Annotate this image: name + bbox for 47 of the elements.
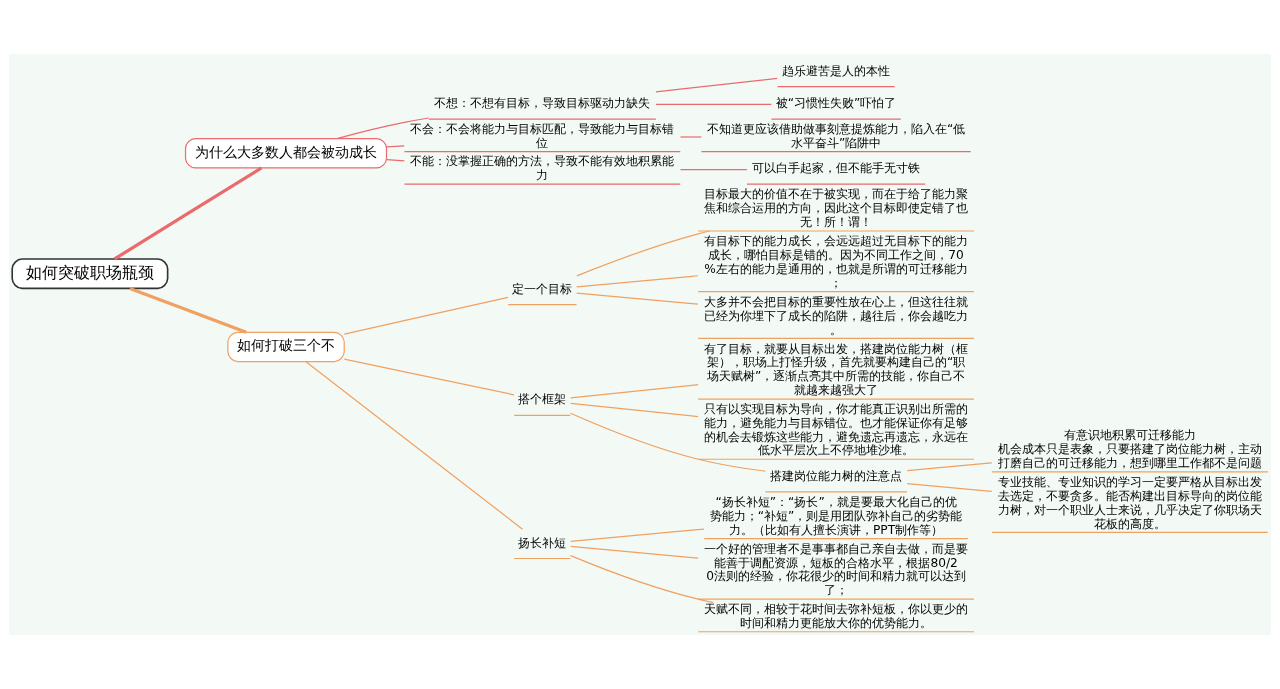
node-text: 有目标下的能力成长，会远远超过无目标下的能力成长，哪怕目标是错的。因为不同工作之间，70%左右的能力是通用的，也就是所谓的可迁移能力； <box>704 234 969 290</box>
node-text: 目标最大的价值不在于被实现，而在于给了能力聚焦和综合运用的方向，因此这个目标即使定错了也无！所！谓！ <box>704 187 969 230</box>
node-text: 被“习惯性失败”吓怕了 <box>775 96 897 111</box>
node-text: 只有以实现目标为导向，你才能真正识别出所需的能力，避免能力与目标错位。也才能保证你有足够的机会去锻炼这些能力，避免遗忘再遗忘，永远在低水平层次上不停地堆沙堆。 <box>704 401 969 458</box>
connector <box>336 117 430 140</box>
connector <box>576 292 699 305</box>
node-text: 不能：没掌握正确的方法，导致不能有效地积累能力 <box>410 154 675 183</box>
connector <box>386 159 405 162</box>
node-text: 大多并不会把目标的重要性放在心上，但这往往就已经为你埋下了成长的陷阱，越往后，你会越吃力。 <box>704 294 969 337</box>
connector <box>129 286 247 334</box>
connector <box>569 412 766 472</box>
connector <box>343 358 515 396</box>
node-text: 有意识地积累可迁移能力 机会成本只是表象，只要搭建了岗位能力树，主动打磨自己的可迁移能力，想到哪里工作都不是问题 <box>997 428 1262 470</box>
node-box: 如何突破职场瓶颈 <box>11 258 169 290</box>
connector <box>576 275 699 288</box>
connector <box>655 103 772 106</box>
node-text: 趋乐避苦是人的本性 <box>782 63 891 78</box>
node-box: 如何打破三个不 <box>227 331 345 363</box>
node-text: 不知道更应该借助做事刻意提炼能力，陷入在“低水平奋斗”陷阱中 <box>706 121 966 150</box>
connector <box>576 230 710 277</box>
connector <box>570 402 699 418</box>
node-text: 天赋不同，相较于花时间去弥补短板，你以更少的时间和精力更能放大你的优势能力。 <box>704 602 969 630</box>
connector <box>570 555 714 604</box>
node-text: “扬长补短”：“扬长”，就是要最大化自己的优势能力；“补短”，则是用团队弥补自己的劣势能力。（比如有人擅长演讲，PPT制作等） <box>709 495 963 537</box>
node-text: 搭建岗位能力树的注意点 <box>770 468 903 483</box>
node-text: 不会：不会将能力与目标匹配，导致能力与目标错位 <box>410 121 675 150</box>
connector <box>386 145 405 148</box>
node-text: 扬长补短 <box>518 535 567 550</box>
connector <box>343 296 509 335</box>
node-box: 为什么大多数人都会被动成长 <box>184 138 388 169</box>
connector <box>679 168 748 171</box>
node-text: 一个好的管理者不是事事都自己亲自去做，而是要能善于调配资源，短板的合格水平，根据80/20法则的经验，你花很少的时间和精力就可以达到了； <box>704 541 969 598</box>
connector <box>679 136 702 138</box>
connector <box>113 166 263 261</box>
connector <box>906 483 993 492</box>
connector <box>570 528 705 542</box>
node-text: 不想：不想有目标，导致目标驱动力缺失 <box>434 96 651 111</box>
connector <box>305 361 524 530</box>
node-text: 搭个框架 <box>518 392 567 407</box>
connector <box>906 462 993 472</box>
node-text: 可以白手起家，但不能手无寸铁 <box>752 161 921 176</box>
connector <box>570 384 699 399</box>
node-text: 定一个目标 <box>512 281 573 296</box>
connector <box>655 77 778 93</box>
node-text: 专业技能、专业知识的学习一定要严格从目标出发去选定，不要贪多。能否构建出目标导向的岗位能力树，对一个职业人士来说，几乎决定了你职场天花板的高度。 <box>997 475 1262 531</box>
connector <box>570 545 699 559</box>
node-text: 有了目标，就要从目标出发，搭建岗位能力树（框架），职场上打怪升级，首先就要构建自己的“职场天赋树”，逐渐点亮其中所需的技能，你自己不就越来越强大了 <box>704 341 969 398</box>
